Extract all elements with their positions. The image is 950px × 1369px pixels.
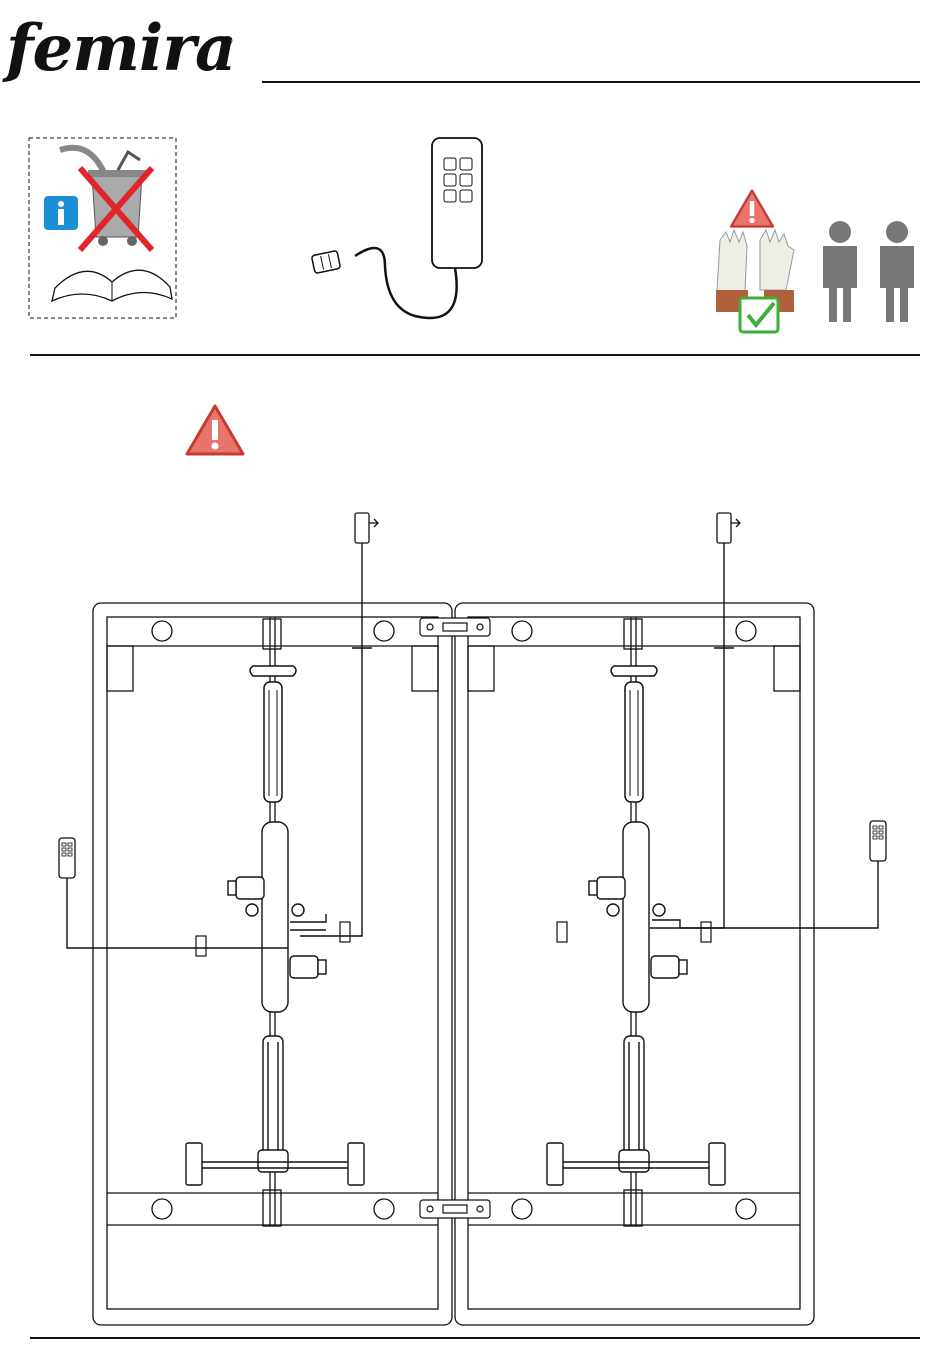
frame-connector-bottom <box>420 1200 490 1218</box>
info-icon <box>44 196 78 230</box>
two-persons-icon <box>823 221 914 322</box>
power-cables <box>300 543 734 936</box>
warning-triangle-icon <box>731 191 773 227</box>
power-plug-icon <box>355 513 740 543</box>
handset-left <box>59 838 75 878</box>
handset-cables <box>67 861 878 948</box>
frame-connector-top <box>420 618 490 636</box>
assembly-warning-icon <box>187 406 243 454</box>
open-book-icon <box>52 270 172 301</box>
motor-unit-right <box>547 666 725 1185</box>
remote-handset-icon <box>311 138 482 318</box>
check-mark-icon <box>740 298 778 332</box>
motor-unit-left <box>186 666 364 1185</box>
handset-right <box>870 821 886 861</box>
